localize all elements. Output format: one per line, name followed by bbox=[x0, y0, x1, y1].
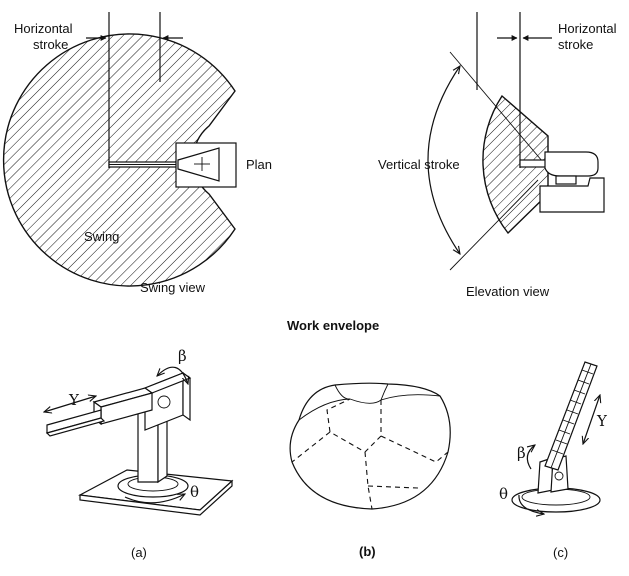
robot-a-diagram: β Y θ (a) bbox=[44, 347, 234, 560]
swing-horizontal-stroke-label-line2: stroke bbox=[33, 37, 68, 52]
elevation-horizontal-stroke-label: Horizontal bbox=[558, 21, 617, 36]
plan-label: Plan bbox=[246, 157, 272, 172]
robot-a-beta-label: β bbox=[178, 347, 187, 365]
robot-a-gamma-label: Y bbox=[68, 391, 80, 409]
robot-c-diagram: Y β θ (c) bbox=[499, 361, 608, 560]
envelope-b-caption: (b) bbox=[359, 544, 376, 559]
robot-a-theta-label: θ bbox=[190, 483, 199, 501]
robot-c-theta-label: θ bbox=[499, 485, 508, 503]
elevation-envelope-region bbox=[482, 94, 549, 235]
swing-view-diagram: Horizontal stroke Plan Swing Swing view bbox=[2, 12, 272, 295]
swing-view-caption: Swing view bbox=[140, 280, 206, 295]
work-envelope-title: Work envelope bbox=[287, 318, 379, 333]
robot-a-caption: (a) bbox=[131, 545, 147, 560]
elevation-view-caption: Elevation view bbox=[466, 284, 550, 299]
robot-c-caption: (c) bbox=[553, 545, 568, 560]
swing-label: Swing bbox=[84, 229, 119, 244]
elevation-horizontal-stroke-label-line2: stroke bbox=[558, 37, 593, 52]
robot-c-beta-label: β bbox=[517, 444, 526, 462]
envelope-b-diagram: (b) bbox=[289, 382, 451, 559]
vertical-stroke-label: Vertical stroke bbox=[378, 157, 460, 172]
elevation-view-diagram: Horizontal stroke Vertical stroke Elevat… bbox=[378, 12, 617, 299]
robot-c-gamma-label: Y bbox=[596, 412, 608, 430]
swing-horizontal-stroke-label: Horizontal bbox=[14, 21, 73, 36]
